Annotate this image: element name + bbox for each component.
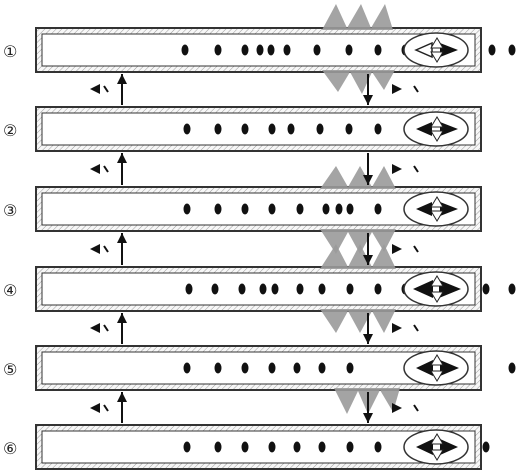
step-label-5: ⑤ [3, 360, 17, 379]
connector-5-6 [90, 392, 418, 423]
panel-4: ④ [3, 244, 516, 333]
connector-1-2 [90, 74, 418, 105]
step-label-6: ⑥ [3, 439, 17, 458]
panel-1: ① [3, 4, 516, 94]
arrow-group-3 [404, 192, 468, 226]
panel-3: ③ [3, 166, 481, 254]
bottom-burst-1 [322, 70, 395, 94]
step-label-4: ④ [3, 281, 17, 300]
step-label-2: ② [3, 121, 17, 140]
top-burst-3 [320, 166, 396, 189]
panel-2: ② [3, 107, 481, 151]
bottom-burst-4 [320, 309, 396, 333]
panel-5: ⑤ [3, 346, 516, 414]
connector-4-5 [90, 313, 418, 344]
arrow-group-2 [404, 112, 468, 146]
arrow-group-5 [404, 351, 468, 385]
connector-2-3 [90, 153, 418, 185]
arrow-group-6 [404, 430, 468, 464]
panel-6: ⑥ [3, 425, 490, 469]
step-label-3: ③ [3, 201, 17, 220]
arrow-group-1 [404, 33, 468, 67]
step-label-1: ① [3, 42, 17, 61]
top-burst-1 [322, 4, 393, 30]
arrow-group-4 [404, 272, 468, 306]
connector-3-4 [90, 233, 418, 265]
